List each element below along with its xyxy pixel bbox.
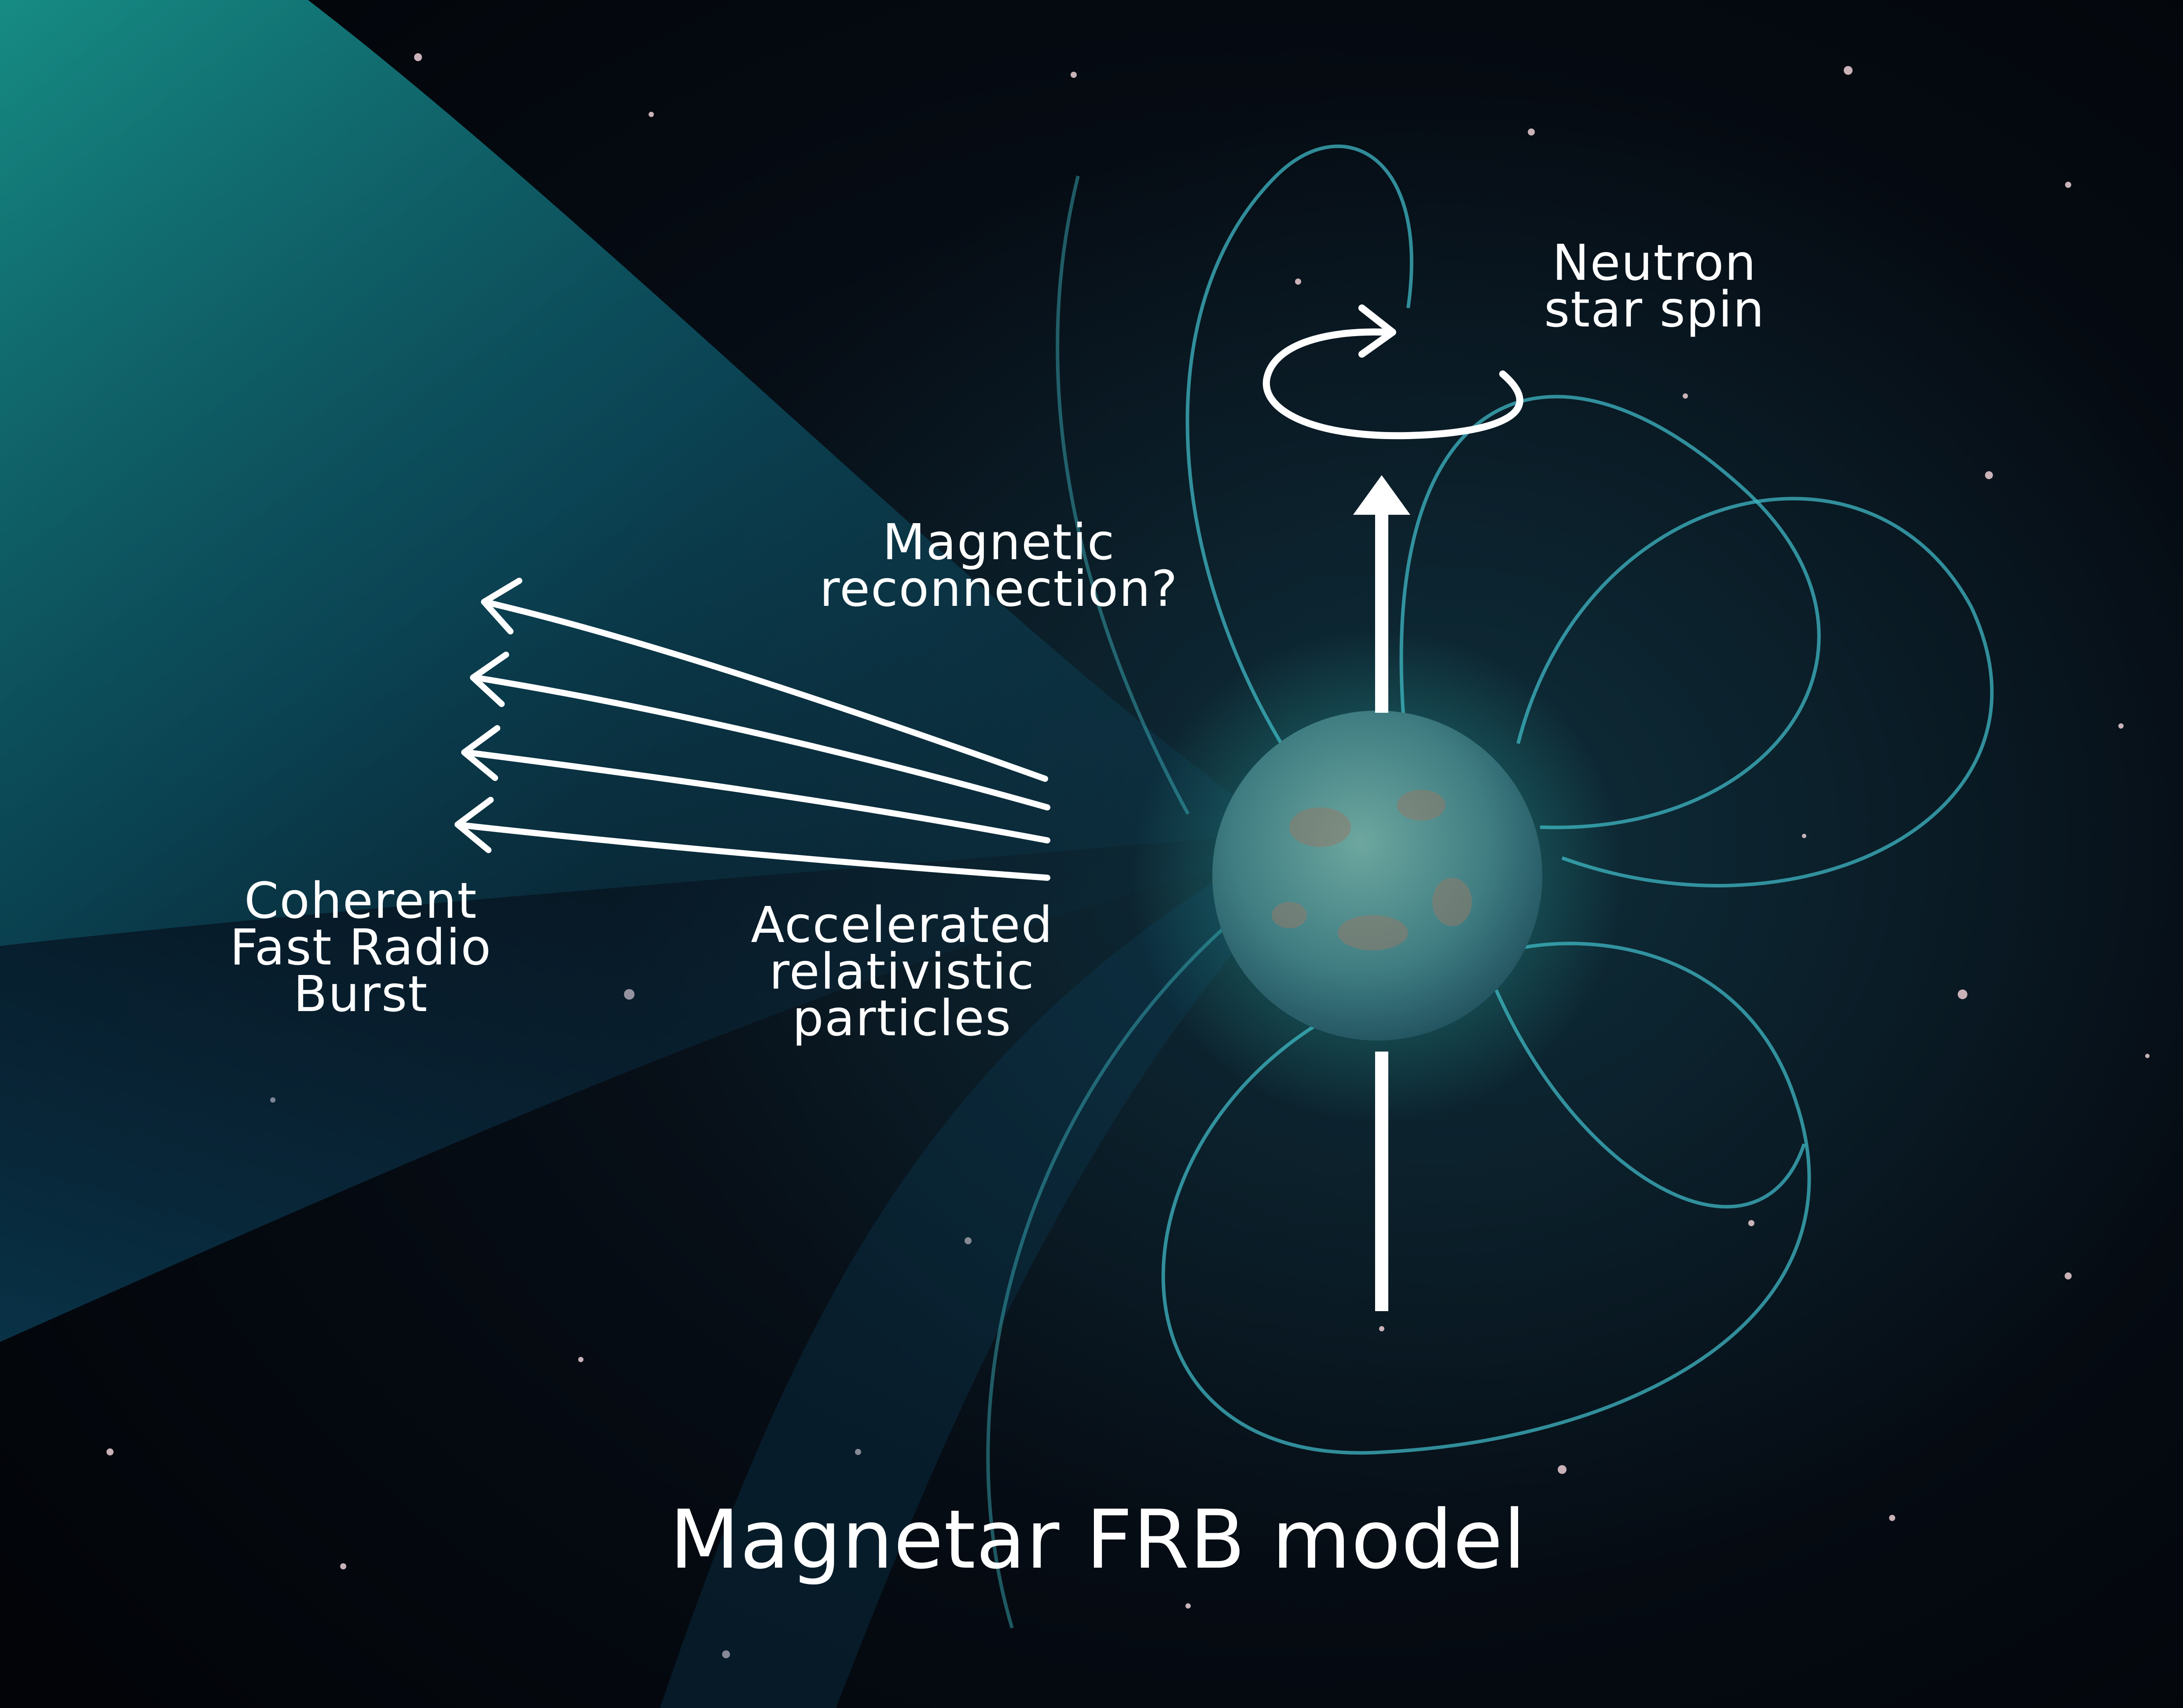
burst-arrows [457,600,1050,881]
burst-arrowheads [455,578,522,853]
upper-plasma-jet [0,0,1241,946]
star-surface-spots [1272,790,1472,950]
lower-plasma-jet [0,836,1245,1342]
accelerated-particles-label: Accelerated relativistic particles [751,897,1053,1047]
magnetic-field-lines [986,144,1994,1629]
fast-radio-burst-label: Coherent Fast Radio Burst [230,872,492,1023]
burst-arrow-icon [457,822,1050,881]
neutron-star [1212,711,1542,1041]
spin-axis-arrow-icon [1353,475,1410,1311]
diagram-title: Magnetar FRB model [669,1493,1526,1587]
burst-arrow-icon [463,749,1050,843]
neutron-star-spin-label: Neutron star spin [1544,235,1765,338]
lower-plasma-stream [660,862,1276,1708]
magnetic-reconnection-label: Magnetic reconnection? [819,514,1178,618]
burst-arrow-icon [485,600,1048,782]
curved-rotation-arrow-icon [1263,304,1523,440]
burst-arrow-icon [472,674,1050,810]
